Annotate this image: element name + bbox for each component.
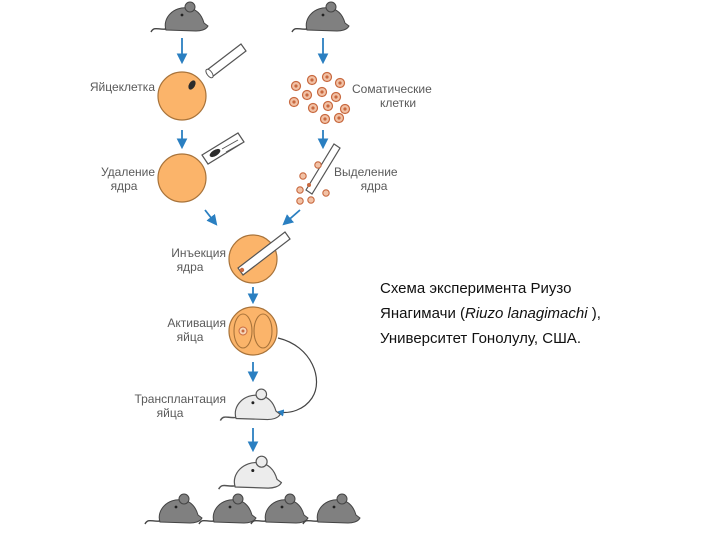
- label-nucleus-extraction-line2: ядра: [361, 179, 388, 193]
- injection-pipette-icon: [237, 231, 291, 276]
- caption-line2-italic: Riuzo lanagimachi: [465, 305, 588, 322]
- donor-mouse-somatic-icon: [291, 1, 350, 33]
- label-nucleus-injection: Инъекция: [171, 246, 226, 260]
- arrow-removal-to-injection: [204, 209, 218, 226]
- caption-line2-end: ),: [587, 305, 601, 322]
- label-egg-transplantation: Трансплантация: [134, 392, 226, 406]
- pipette-icon: [205, 43, 247, 79]
- caption-line3: Университет Гонолулу, США.: [380, 330, 581, 347]
- transplant-curve: [276, 337, 317, 417]
- offspring-mouse-icon: [250, 493, 309, 525]
- somatic-cells: [288, 71, 351, 125]
- extracted-somatic-cells: [296, 161, 330, 205]
- label-egg-transplantation-line2: яйца: [157, 406, 184, 420]
- label-egg-cell: Яйцеклетка: [90, 80, 155, 94]
- egg-nucleus: [188, 80, 196, 90]
- caption-line1: Схема эксперимента Риузо: [380, 280, 572, 297]
- donor-mouse-egg-icon: [150, 1, 209, 33]
- label-somatic-cells: Соматические: [352, 82, 432, 96]
- enucleated-egg-cell: [157, 153, 207, 203]
- offspring-mouse-icon: [144, 493, 203, 525]
- label-egg-activation-line2: яйца: [177, 330, 204, 344]
- caption-line2-start: Янагимачи (: [380, 305, 465, 322]
- offspring-mouse-icon: [198, 493, 257, 525]
- label-egg-activation: Активация: [167, 316, 226, 330]
- diagram-caption: Схема эксперимента Риузо Янагимачи (Riuz…: [380, 276, 700, 351]
- activated-egg-cell: [228, 306, 278, 356]
- enucleation-pipette-icon: [201, 132, 245, 165]
- offspring-mouse-icon: [302, 493, 361, 525]
- nucleus-extraction-pipette-icon: [305, 143, 341, 195]
- pregnant-mouse-icon: [217, 455, 283, 490]
- egg-cell: [157, 71, 207, 121]
- surrogate-mouse-icon: [219, 388, 281, 422]
- label-nucleus-removal-line2: ядра: [111, 179, 138, 193]
- label-nucleus-injection-line2: ядра: [177, 260, 204, 274]
- label-somatic-cells-line2: клетки: [380, 96, 416, 110]
- label-nucleus-extraction: Выделение: [334, 165, 398, 179]
- caption-line2: Янагимачи (Riuzo lanagimachi ),: [380, 301, 700, 326]
- flow-arrows: [176, 38, 329, 453]
- label-nucleus-removal: Удаление: [101, 165, 155, 179]
- arrow-extraction-to-injection: [282, 209, 301, 226]
